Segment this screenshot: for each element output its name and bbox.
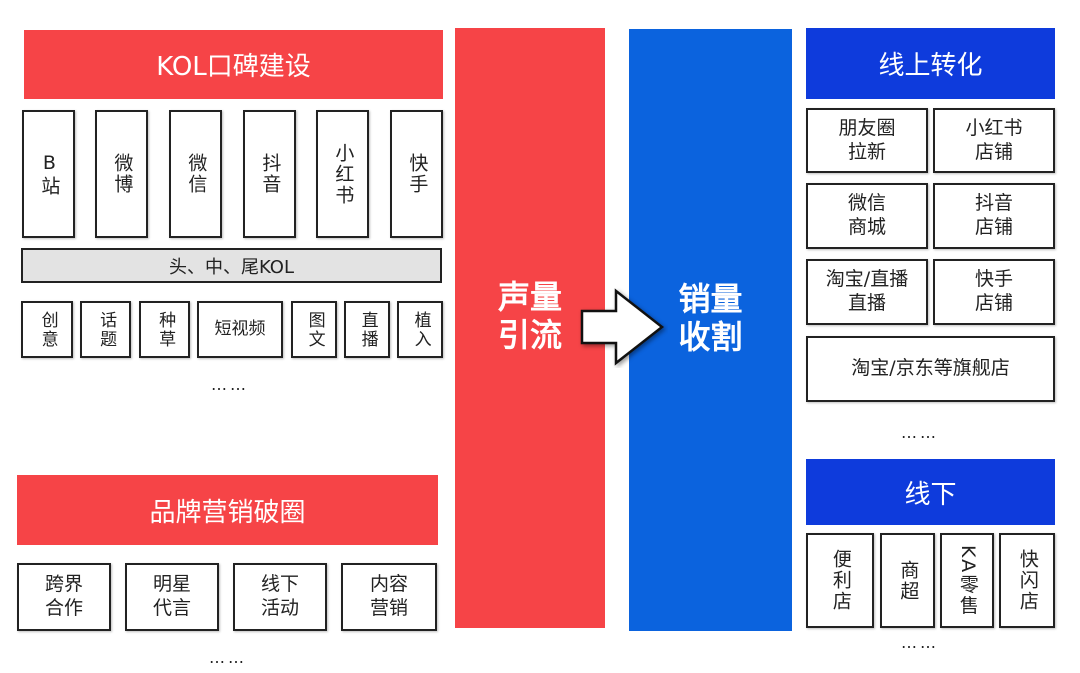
online-item: 淘宝/直播 直播: [806, 259, 928, 325]
brand-header: 品牌营销破圈: [17, 475, 438, 545]
platform-douyin: 抖音: [243, 110, 296, 238]
online-item: 快手 店铺: [933, 259, 1055, 325]
brand-item: 跨界 合作: [17, 563, 111, 631]
traffic-label: 声量 引流: [497, 277, 562, 354]
content-type-box: 种草: [139, 301, 190, 358]
content-type-box: 话题: [80, 301, 131, 358]
brand-item: 明星 代言: [125, 563, 219, 631]
online-item: 抖音 店铺: [933, 183, 1055, 249]
offline-item: 商超: [880, 533, 935, 628]
online-item: 朋友圈 拉新: [806, 108, 928, 173]
ellipsis: ……: [209, 647, 247, 667]
offline-item: 快闪店: [999, 533, 1055, 628]
sales-label: 销量 收割: [678, 279, 743, 356]
content-type-box: 创意: [21, 301, 73, 358]
online-header: 线上转化: [806, 28, 1055, 99]
offline-item: KA零售: [940, 533, 994, 628]
online-item: 微信 商城: [806, 183, 928, 249]
flagship-store-box: 淘宝/京东等旗舰店: [806, 336, 1055, 402]
platform-weibo: 微博: [95, 110, 148, 238]
platform-wechat: 微信: [169, 110, 222, 238]
offline-header: 线下: [806, 459, 1055, 525]
traffic-column: 声量 引流: [455, 28, 605, 628]
ellipsis: ……: [901, 632, 939, 652]
content-type-box: 植入: [397, 301, 443, 358]
brand-item: 内容 营销: [341, 563, 437, 631]
brand-item: 线下 活动: [233, 563, 327, 631]
online-item: 小红书 店铺: [933, 108, 1055, 173]
arrow-right-icon: [580, 288, 665, 366]
ellipsis: ……: [211, 374, 249, 394]
content-type-box: 短视频: [197, 301, 283, 358]
platform-bilibili: B站: [22, 110, 75, 238]
ellipsis: ……: [901, 422, 939, 442]
kol-header: KOL口碑建设: [24, 30, 443, 99]
content-type-box: 图文: [291, 301, 337, 358]
platform-xiaohongshu: 小红书: [316, 110, 369, 238]
sales-column: 销量 收割: [629, 29, 792, 631]
kol-tiers-bar: 头、中、尾KOL: [21, 248, 442, 283]
content-type-box: 直播: [344, 301, 390, 358]
platform-kuaishou: 快手: [390, 110, 443, 238]
offline-item: 便利店: [806, 533, 874, 628]
